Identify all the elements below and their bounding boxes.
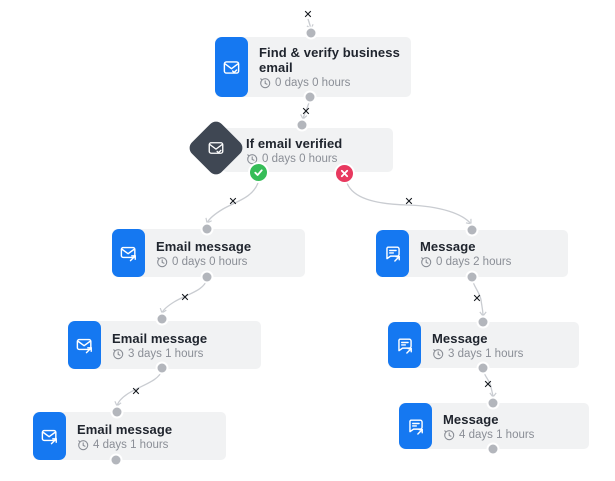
x-icon: ✕ xyxy=(483,378,493,391)
connection-port[interactable] xyxy=(467,225,477,235)
connector-path xyxy=(482,369,497,398)
delete-connection-button[interactable]: ✕ xyxy=(481,378,495,392)
email-send-icon xyxy=(112,229,145,277)
node-delay: 3 days 1 hours xyxy=(432,348,571,360)
connection-port[interactable] xyxy=(111,455,121,465)
node-title: If email verified xyxy=(246,135,343,151)
delete-connection-button[interactable]: ✕ xyxy=(470,292,484,306)
connector-path xyxy=(306,18,314,30)
node-delay: 4 days 1 hours xyxy=(77,439,218,451)
connection-port[interactable] xyxy=(157,314,167,324)
connection-port[interactable] xyxy=(488,398,498,408)
cross-icon xyxy=(340,169,349,178)
x-icon: ✕ xyxy=(303,8,313,21)
workflow-node-message-2[interactable]: Message 3 days 1 hours xyxy=(388,322,579,368)
connection-port[interactable] xyxy=(305,92,315,102)
email-send-icon xyxy=(68,321,101,369)
connector-path xyxy=(205,182,259,224)
connection-port[interactable] xyxy=(488,444,498,454)
connection-port[interactable] xyxy=(478,363,488,373)
workflow-node-email-message-3[interactable]: Email message 4 days 1 hours xyxy=(33,412,226,460)
node-delay: 3 days 1 hours xyxy=(112,348,253,360)
chat-send-icon xyxy=(376,230,409,277)
node-delay-text: 0 days 2 hours xyxy=(436,256,512,268)
node-delay-text: 3 days 1 hours xyxy=(448,347,524,360)
connection-port[interactable] xyxy=(157,363,167,373)
node-delay: 0 days 0 hours xyxy=(156,256,297,268)
connector-path xyxy=(346,182,472,225)
connection-port[interactable] xyxy=(467,272,477,282)
envelope-check-icon xyxy=(207,139,225,157)
node-delay: 4 days 1 hours xyxy=(443,429,581,441)
node-title: Message xyxy=(432,330,488,346)
x-icon: ✕ xyxy=(301,105,311,118)
chat-send-icon xyxy=(399,403,432,449)
clock-icon xyxy=(444,429,455,440)
node-delay: 0 days 0 hours xyxy=(259,77,403,89)
condition-diamond[interactable] xyxy=(186,118,246,178)
email-send-icon xyxy=(33,412,66,460)
chat-send-icon xyxy=(388,322,421,368)
node-title: Email message xyxy=(156,238,252,254)
x-icon: ✕ xyxy=(472,292,482,305)
clock-icon xyxy=(433,348,444,359)
x-icon: ✕ xyxy=(228,195,238,208)
clock-icon xyxy=(78,439,89,450)
x-icon: ✕ xyxy=(180,291,190,304)
node-title: Email message xyxy=(77,421,173,437)
delete-connection-button[interactable]: ✕ xyxy=(299,105,313,119)
node-delay-text: 4 days 1 hours xyxy=(459,428,535,441)
connection-port[interactable] xyxy=(478,317,488,327)
node-title: Message xyxy=(443,411,499,427)
node-delay: 0 days 0 hours xyxy=(246,153,385,165)
branch-yes-badge[interactable] xyxy=(248,162,269,183)
x-icon: ✕ xyxy=(404,195,414,208)
connection-port[interactable] xyxy=(112,407,122,417)
workflow-node-find-verify-email[interactable]: Find & verify business email 0 days 0 ho… xyxy=(215,37,411,97)
delete-connection-button[interactable]: ✕ xyxy=(402,195,416,209)
connector-path xyxy=(471,278,487,317)
node-title: Message xyxy=(420,239,476,254)
delete-connection-button[interactable]: ✕ xyxy=(178,291,192,305)
connection-port[interactable] xyxy=(202,272,212,282)
node-delay: 0 days 2 hours xyxy=(420,256,560,268)
clock-icon xyxy=(113,348,124,359)
connector-path xyxy=(159,278,208,314)
node-delay-text: 0 days 0 hours xyxy=(275,77,351,89)
clock-icon xyxy=(421,257,432,268)
envelope-check-icon xyxy=(215,37,248,97)
connection-port[interactable] xyxy=(202,224,212,234)
node-delay-text: 3 days 1 hours xyxy=(128,347,204,360)
check-icon xyxy=(254,169,263,176)
delete-connection-button[interactable]: ✕ xyxy=(129,385,143,399)
node-delay-text: 0 days 0 hours xyxy=(172,255,248,268)
workflow-node-email-message-1[interactable]: Email message 0 days 0 hours xyxy=(112,229,305,277)
workflow-node-email-message-2[interactable]: Email message 3 days 1 hours xyxy=(68,321,261,369)
node-title: Find & verify business email xyxy=(259,45,400,75)
clock-icon xyxy=(260,78,271,89)
workflow-node-message-3[interactable]: Message 4 days 1 hours xyxy=(399,403,589,449)
connection-port[interactable] xyxy=(297,120,307,130)
connector-path xyxy=(114,369,163,407)
node-delay-text: 4 days 1 hours xyxy=(93,438,169,451)
node-title: Email message xyxy=(112,330,208,346)
workflow-node-message-1[interactable]: Message 0 days 2 hours xyxy=(376,230,568,277)
x-icon: ✕ xyxy=(131,385,141,398)
workflow-node-if-email-verified[interactable]: If email verified 0 days 0 hours xyxy=(222,128,393,172)
branch-no-badge[interactable] xyxy=(334,163,355,184)
delete-connection-button[interactable]: ✕ xyxy=(226,195,240,209)
clock-icon xyxy=(157,256,168,267)
delete-connection-button[interactable]: ✕ xyxy=(301,8,315,22)
connection-port[interactable] xyxy=(306,28,316,38)
node-delay-text: 0 days 0 hours xyxy=(262,152,338,165)
